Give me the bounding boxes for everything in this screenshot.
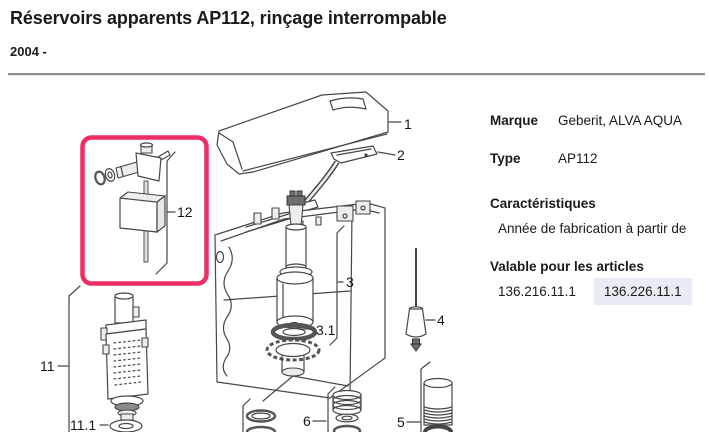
field-type-value: AP112	[558, 151, 598, 166]
field-marque-value: Geberit, ALVA AQUA	[558, 113, 683, 128]
part-label-12[interactable]: 12	[177, 204, 193, 220]
field-type-label: Type	[490, 151, 521, 166]
field-marque: Marque Geberit, ALVA AQUA	[490, 113, 682, 128]
part-label-3-1[interactable]: 3.1	[316, 322, 336, 338]
part-5-tube-drawing	[406, 361, 453, 432]
part-label-1[interactable]: 1	[404, 116, 412, 132]
articles-heading: Valable pour les articles	[490, 259, 644, 274]
part-label-4[interactable]: 4	[437, 312, 445, 328]
part-1-lid-drawing	[216, 91, 402, 175]
page-subtitle: 2004 -	[10, 44, 47, 59]
part-4-rod-drawing	[405, 248, 436, 352]
part-label-11-1[interactable]: 11.1	[70, 417, 96, 432]
part-label-6[interactable]: 6	[303, 413, 311, 429]
article-chip-selected[interactable]: 136.226.11.1	[593, 278, 692, 305]
part-label-11[interactable]: 11	[40, 358, 55, 374]
divider	[8, 73, 705, 76]
exploded-diagram: 1 2 3 3.1 4 5 6 11 11.1 12	[40, 91, 453, 432]
info-panel: Marque Geberit, ALVA AQUA Type AP112 Carac…	[488, 85, 709, 432]
field-type: Type AP112	[490, 151, 598, 166]
part-3-flush-valve-drawing	[270, 190, 345, 346]
part-11-valve-assembly-drawing	[57, 285, 149, 432]
page-title: Réservoirs apparents AP112, rinçage inte…	[10, 8, 447, 28]
characteristics-text: Année de fabrication à partir de	[498, 221, 687, 236]
part-label-5[interactable]: 5	[397, 414, 405, 430]
part-label-3[interactable]: 3	[346, 274, 354, 290]
part-2-lever-drawing	[294, 145, 396, 214]
characteristics-heading: Caractéristiques	[490, 196, 596, 211]
outlet-seal-stack-drawing	[242, 398, 277, 432]
articles-list: 136.216.11.1 136.226.11.1	[498, 278, 692, 305]
highlight-box-part-12[interactable]	[80, 135, 209, 286]
article-chip[interactable]: 136.216.11.1	[498, 284, 576, 299]
part-6-nut-stack-drawing	[312, 386, 362, 432]
outlet-ring-nut-drawing	[262, 338, 349, 402]
field-marque-label: Marque	[490, 113, 539, 128]
part-12-fill-valve-drawing	[80, 135, 209, 286]
part-label-2[interactable]: 2	[397, 147, 405, 163]
